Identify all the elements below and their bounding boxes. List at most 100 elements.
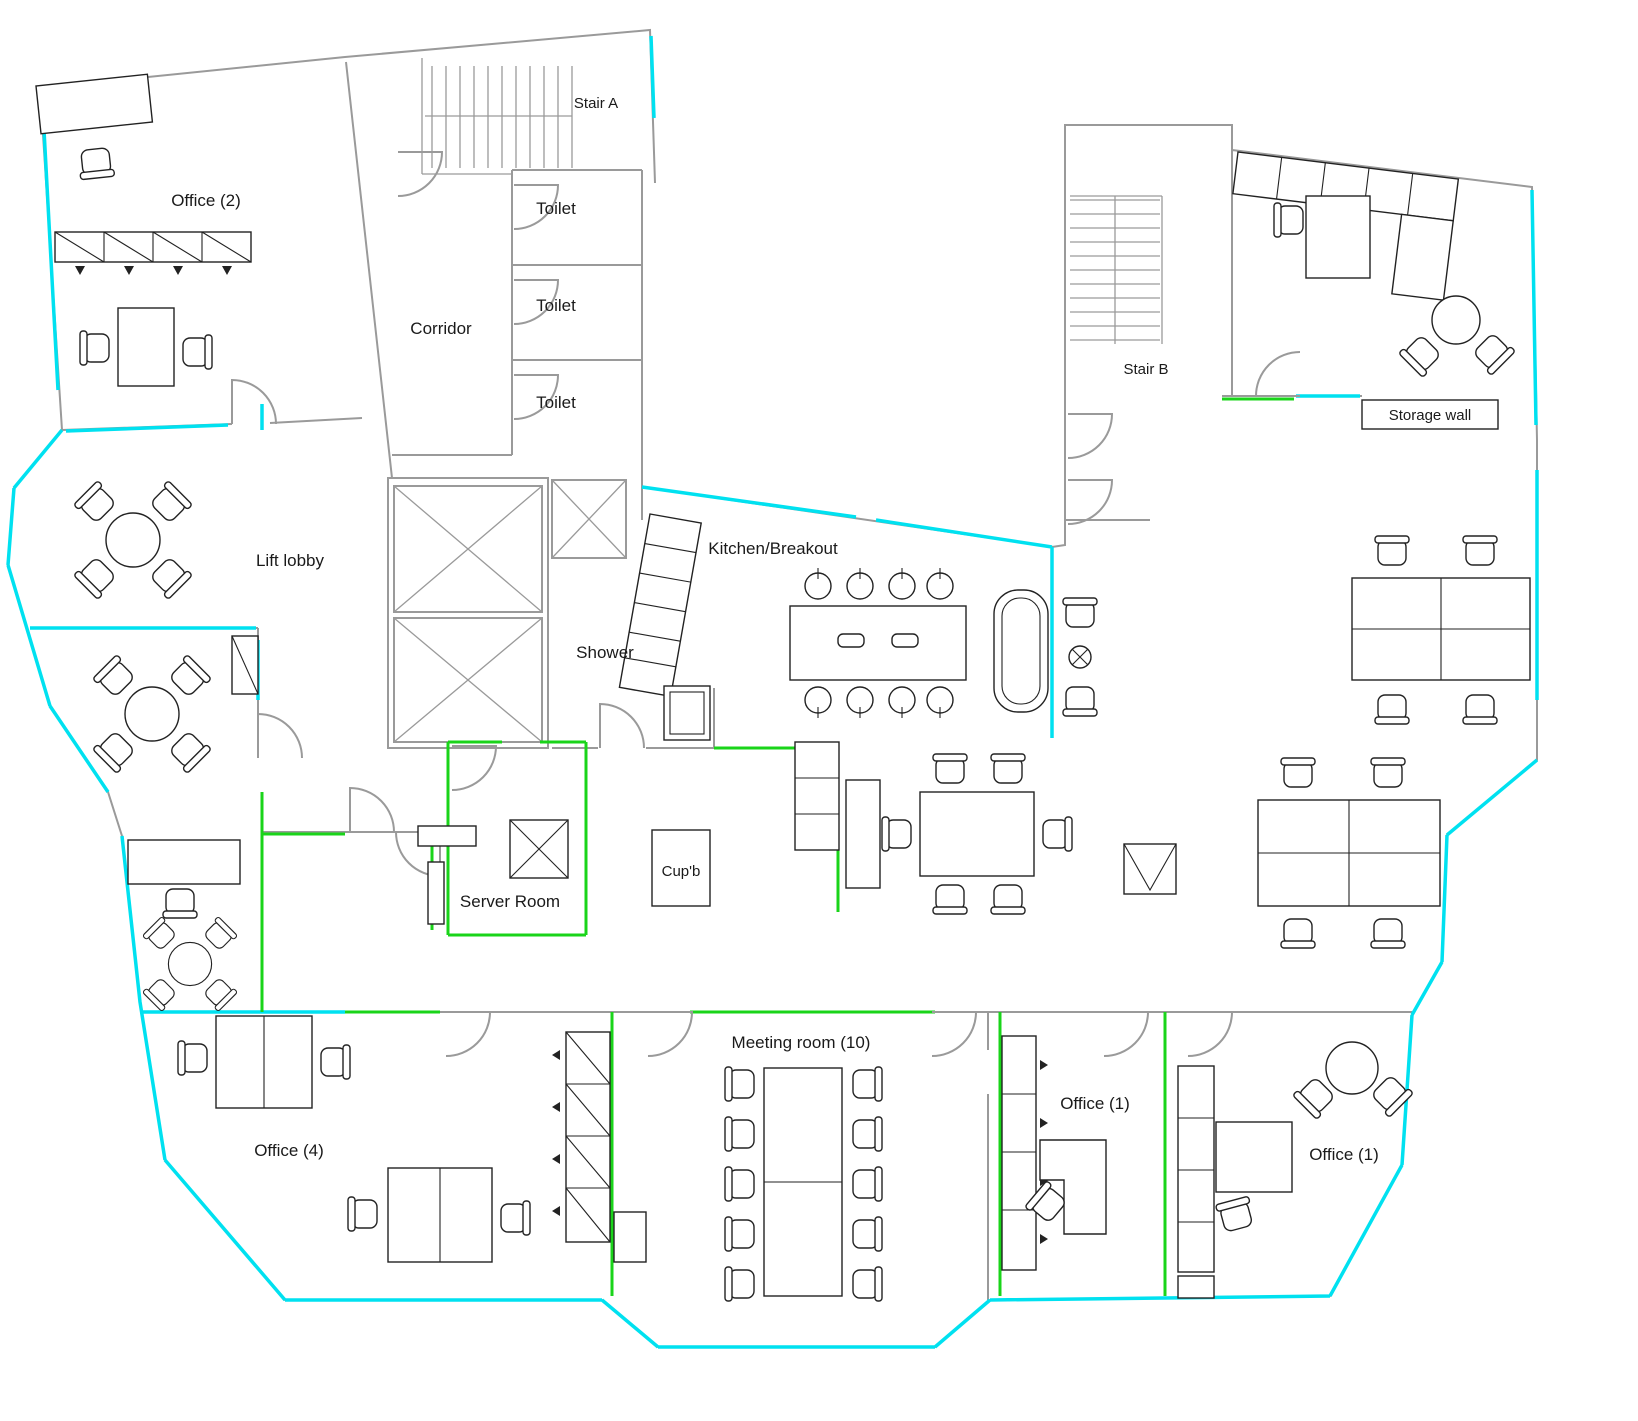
desk [127,839,241,885]
service-shaft [551,479,627,559]
shelf [417,825,477,847]
bench-cluster-2 [1257,757,1441,949]
chair [724,1066,755,1102]
stool [846,686,874,719]
kitchen-label: Kitchen/Breakout [708,539,838,558]
round-table-4-chairs [93,655,212,774]
cabinet [845,779,881,889]
shower-label: Shower [576,643,634,662]
chair [177,1040,208,1076]
desk-l-shape [1039,1139,1107,1235]
chair [852,1116,883,1152]
chair [932,753,968,784]
chair [724,1266,755,1302]
sofa [993,589,1049,713]
office-4-furniture [177,1015,647,1263]
chair [990,884,1026,915]
chair [1462,694,1498,725]
shelving [794,741,840,851]
lift-lobby-furniture [74,481,259,1012]
chair [1280,918,1316,949]
stair-b-treads [1070,195,1163,344]
chair [79,330,110,366]
chair [1280,757,1316,788]
chair [1062,686,1098,717]
table [919,791,1035,877]
chair [182,334,213,370]
chair [1062,597,1098,628]
office-2-furniture [35,73,252,387]
door-arc [1255,351,1301,397]
chair [852,1166,883,1202]
office-4-label: Office (4) [254,1141,324,1160]
storage-wall-unit: Storage wall [1361,399,1499,430]
chair [1397,332,1444,379]
cabinet-column [565,1031,611,1243]
chair [320,1044,351,1080]
kitchen-island [789,605,967,681]
server-room-furniture [417,819,569,925]
chair [1370,757,1406,788]
cupboard-box [651,829,711,907]
bench-cluster-1 [1351,535,1531,725]
sink [891,633,919,648]
chair [1042,816,1073,852]
stool [888,567,916,600]
stool [888,686,916,719]
door-arc [931,1011,977,1057]
chair [500,1200,531,1236]
chair [1214,1195,1257,1234]
chair [881,816,912,852]
chair [932,884,968,915]
toilet-mid-label: Toilet [536,296,576,315]
stool [804,686,832,719]
chair [724,1166,755,1202]
cabinet-column [1001,1035,1037,1271]
round-table [1325,1041,1379,1095]
door-arc [647,1011,693,1057]
chair [724,1116,755,1152]
chair [1273,202,1304,238]
lift-1 [393,485,543,613]
round-table [1431,295,1481,345]
room-labels: Stair A Toilet Toilet Toilet Corridor Of… [171,95,1379,1164]
desk [1215,1121,1293,1193]
door-arc [349,787,395,833]
door-arc [1187,1011,1233,1057]
door-arc [445,1011,491,1057]
exterior-walls-right-top [641,124,1538,549]
door-arc [1103,1011,1149,1057]
meeting-room-furniture [724,1066,883,1302]
doors [231,151,1301,1057]
door-arc [599,703,645,749]
chair [852,1216,883,1252]
cabinet [613,1211,647,1263]
storage-wall-box [1361,399,1499,430]
lift-lobby-label: Lift lobby [256,551,325,570]
desk [1305,195,1371,279]
small-table [1123,843,1177,895]
kitchen-furniture [789,567,1098,719]
chair [724,1216,755,1252]
stool [846,567,874,600]
stair-b-label: Stair B [1123,361,1168,378]
chair [347,1196,378,1232]
chair [990,753,1026,784]
chair [162,888,198,919]
shower-stack [618,513,703,698]
round-table-4-chairs [74,481,193,600]
desk [35,73,154,135]
meeting-room-label: Meeting room (10) [732,1033,871,1052]
stool [926,686,954,719]
corridor-label: Corridor [410,319,472,338]
open-area-furniture [794,741,1177,915]
desk [117,307,175,387]
door-arc [451,745,497,791]
chair [852,1266,883,1302]
door-arc [231,379,277,425]
stool [926,567,954,600]
cupboard [651,829,711,907]
chair [1370,918,1406,949]
